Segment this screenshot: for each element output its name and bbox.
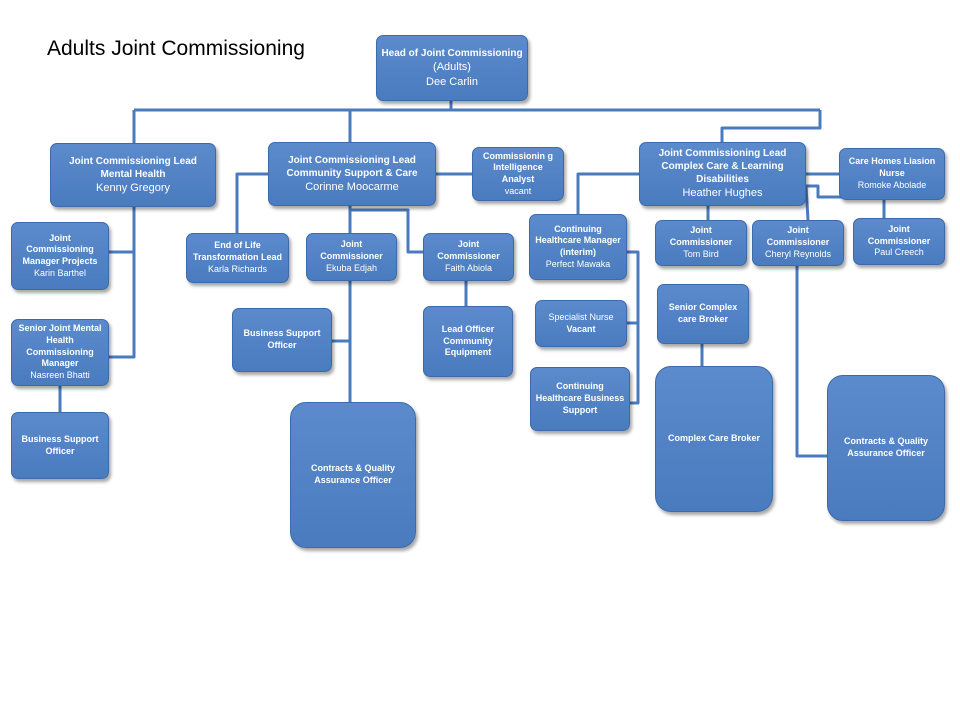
- connector-line: [720, 110, 822, 143]
- connector-line: [804, 185, 810, 221]
- box-subtitle: (Adults): [433, 61, 471, 74]
- box-title: Joint Commissioner: [437, 239, 500, 262]
- box-name: Tom Bird: [683, 248, 719, 259]
- org-box-care-homes-liaison: Care Homes Liasion Nurse Romoke Abolade: [839, 148, 945, 200]
- connector-line: [108, 207, 136, 359]
- org-box-joint-commissioner-cheryl: Joint Commissioner Cheryl Reynolds: [752, 220, 844, 266]
- box-name: Nasreen Bhatti: [30, 370, 90, 381]
- box-name: Corinne Moocarme: [305, 180, 399, 193]
- connector-line: [626, 250, 640, 405]
- org-box-joint-commissioner-paul: Joint Commissioner Paul Creech: [853, 218, 945, 265]
- org-box-community-support-lead: Joint Commissioning Lead Community Suppo…: [268, 142, 436, 206]
- connector-line: [350, 208, 425, 254]
- org-box-intelligence-analyst: Commissionin g Intelligence Analyst vaca…: [472, 147, 564, 201]
- box-title: Head of Joint Commissioning: [381, 48, 523, 60]
- connector-line: [806, 184, 886, 218]
- box-title: Joint Commissioner: [867, 223, 931, 246]
- box-title: Joint Commissioner: [669, 225, 733, 248]
- box-title: Care Homes Liasion Nurse: [848, 156, 936, 179]
- box-name: Karla Richards: [207, 263, 268, 274]
- box-name: Perfect Mawaka: [545, 258, 611, 269]
- org-box-business-support-officer-mid: Business Support Officer: [232, 308, 332, 372]
- box-title: Continuing Healthcare Business Support: [535, 381, 625, 415]
- org-box-joint-commissioner-tom: Joint Commissioner Tom Bird: [655, 220, 747, 266]
- org-box-chc-business-support: Continuing Healthcare Business Support: [530, 367, 630, 431]
- connector-line: [235, 172, 268, 233]
- box-name: Ekuba Edjah: [325, 262, 378, 273]
- box-name: vacant: [504, 185, 532, 196]
- connector-line: [795, 266, 828, 458]
- box-name: Karin Barthel: [33, 267, 87, 278]
- box-name: Cheryl Reynolds: [764, 248, 832, 259]
- box-title: Specialist Nurse: [548, 311, 614, 322]
- box-title: Senior Joint Mental Health Commissioning…: [18, 323, 102, 369]
- box-title: Joint Commissioning Lead Community Suppo…: [286, 154, 418, 179]
- box-title: Commissionin g Intelligence Analyst: [482, 150, 553, 184]
- box-name: Vacant: [566, 323, 596, 334]
- org-box-joint-commissioner-faith: Joint Commissioner Faith Abiola: [423, 233, 514, 281]
- connector-line: [576, 172, 639, 215]
- box-name: Faith Abiola: [444, 262, 493, 273]
- box-name: Paul Creech: [874, 247, 924, 258]
- box-title: Joint Commissioning Lead Mental Health: [69, 155, 197, 180]
- box-title: Continuing Healthcare Manager (interim): [535, 223, 621, 257]
- page-title: Adults Joint Commissioning: [47, 37, 305, 60]
- org-box-complex-care-broker: Complex Care Broker: [655, 366, 773, 512]
- box-title: Joint Commissioner: [320, 239, 383, 262]
- box-title: Joint Commissioning Manager Projects: [22, 232, 98, 266]
- org-box-lead-officer-community-equipment: Lead Officer Community Equipment: [423, 306, 513, 377]
- box-title: Senior Complex care Broker: [668, 302, 738, 324]
- org-box-chc-manager: Continuing Healthcare Manager (interim) …: [529, 214, 627, 280]
- box-title: Complex Care Broker: [667, 433, 761, 444]
- org-box-commissioning-manager-projects: Joint Commissioning Manager Projects Kar…: [11, 222, 109, 290]
- box-title: Lead Officer Community Equipment: [441, 323, 495, 358]
- box-name: Heather Hughes: [682, 187, 763, 200]
- org-box-mental-health-lead: Joint Commissioning Lead Mental Health K…: [50, 143, 216, 207]
- box-name: Romoke Abolade: [857, 179, 927, 190]
- box-title: Business Support Officer: [243, 328, 321, 350]
- box-name: Dee Carlin: [426, 75, 478, 88]
- box-title: End of Life Transformation Lead: [192, 240, 282, 263]
- org-box-senior-complex-care-broker: Senior Complex care Broker: [657, 284, 749, 344]
- org-box-head-of-joint-commissioning: Head of Joint Commissioning (Adults) Dee…: [376, 35, 528, 101]
- box-title: Contracts & Quality Assurance Officer: [843, 436, 928, 458]
- org-box-contracts-quality-officer-right: Contracts & Quality Assurance Officer: [827, 375, 945, 521]
- org-box-specialist-nurse: Specialist Nurse Vacant: [535, 300, 627, 347]
- org-box-senior-mh-commissioning-manager: Senior Joint Mental Health Commissioning…: [11, 319, 109, 386]
- org-box-joint-commissioner-ekuba: Joint Commissioner Ekuba Edjah: [306, 233, 397, 281]
- box-title: Business Support Officer: [21, 433, 99, 456]
- box-title: Joint Commissioner: [766, 225, 830, 248]
- org-box-contracts-quality-officer-mid: Contracts & Quality Assurance Officer: [290, 402, 416, 548]
- org-box-end-of-life-lead: End of Life Transformation Lead Karla Ri…: [186, 233, 289, 283]
- box-name: Kenny Gregory: [96, 181, 170, 194]
- box-title: Contracts & Quality Assurance Officer: [310, 463, 395, 485]
- org-box-business-support-officer-left: Business Support Officer: [11, 412, 109, 479]
- org-box-complex-care-lead: Joint Commissioning Lead Complex Care & …: [639, 142, 806, 206]
- box-title: Joint Commissioning Lead Complex Care & …: [658, 148, 787, 186]
